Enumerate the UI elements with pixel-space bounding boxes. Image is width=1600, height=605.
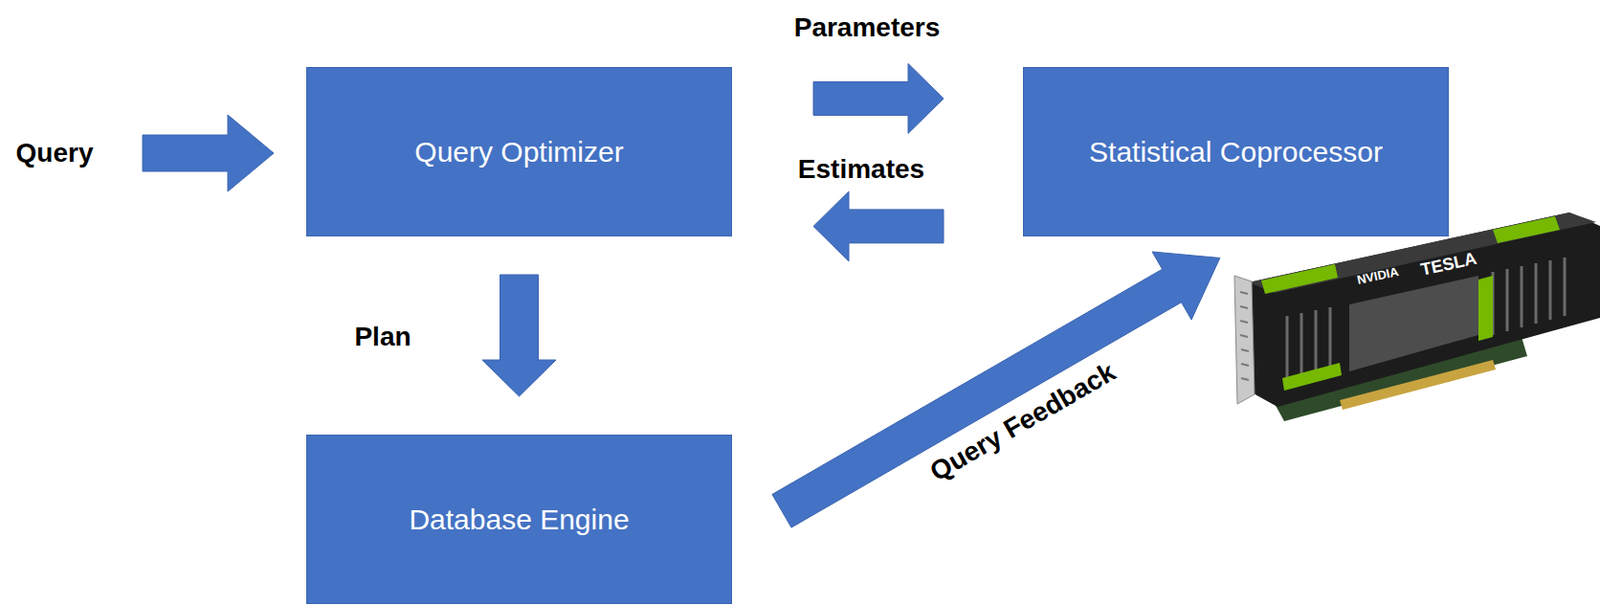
process-box: Query Optimizer <box>306 66 733 237</box>
shroud-panel <box>1349 275 1479 372</box>
green-accent <box>1492 216 1560 244</box>
process-box: Statistical Coprocessor <box>1022 66 1449 237</box>
box-label: Database Engine <box>408 502 629 537</box>
edge-label: Estimates <box>798 154 925 185</box>
edge-label: Plan <box>354 321 411 353</box>
block-arrow <box>813 63 944 134</box>
block-arrow <box>482 274 556 397</box>
box-label: Query Optimizer <box>414 134 623 170</box>
block-arrow <box>813 191 944 262</box>
process-box: Database Engine <box>306 434 733 604</box>
input-arrow <box>142 114 274 192</box>
card-bracket <box>1234 275 1255 404</box>
edge-label: Parameters <box>794 12 941 44</box>
input-label: Query <box>16 137 94 169</box>
card-body <box>1248 212 1600 407</box>
green-accent <box>1282 362 1342 391</box>
green-accent <box>1261 264 1338 294</box>
block-arrow <box>772 251 1221 528</box>
green-accent <box>1478 275 1493 341</box>
box-label: Statistical Coprocessor <box>1088 134 1383 170</box>
bracket-vents <box>1240 291 1249 380</box>
